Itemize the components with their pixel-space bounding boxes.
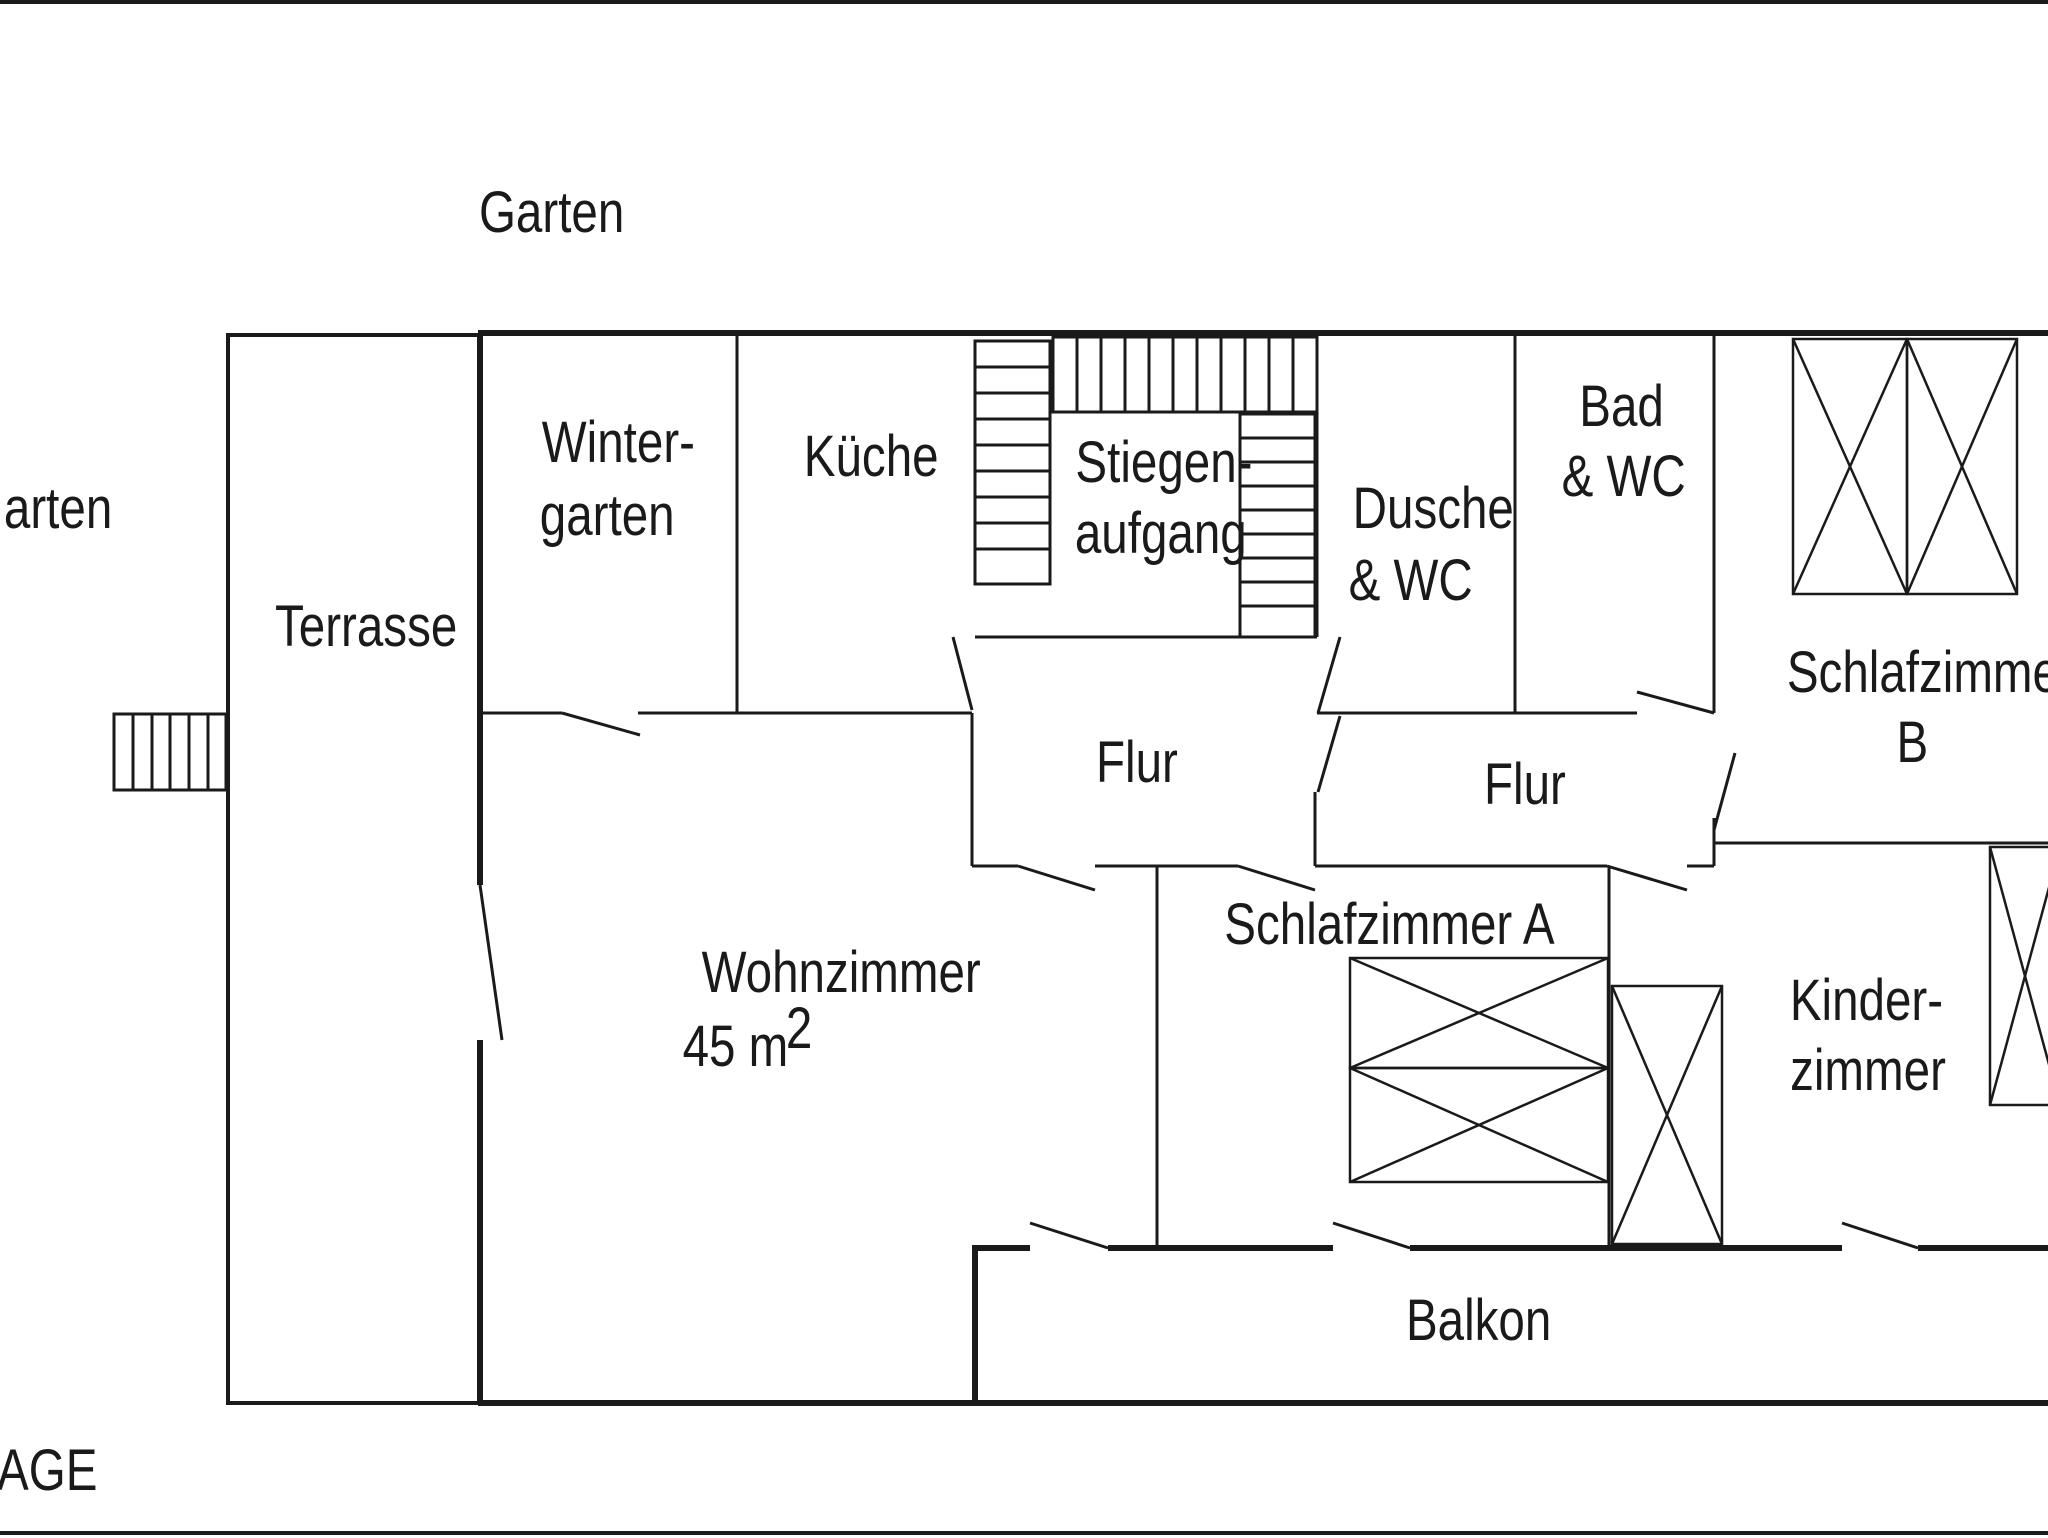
doors [478, 636, 1919, 1250]
label-wohnzimmer-area-sup: 2 [786, 997, 812, 1062]
label-kueche: Küche [804, 425, 939, 490]
label-kinderzimmer-1: Kinder- [1790, 969, 1943, 1034]
label-wintergarten-1: Winter- [542, 411, 695, 476]
interior-walls [480, 335, 2048, 1403]
label-bad-2: & WC [1562, 445, 1686, 510]
wardrobe-schlafzimmer-b [1791, 337, 2019, 596]
staircase [973, 335, 1319, 639]
label-flur-1: Flur [1096, 731, 1178, 796]
label-wohnzimmer-area: 45 m [683, 1015, 789, 1080]
wardrobe-kinderzimmer-left [1610, 984, 1724, 1246]
label-stiegen-2: aufgang [1075, 502, 1247, 567]
label-bad-1: Bad [1579, 375, 1664, 440]
label-kinderzimmer-2: zimmer [1790, 1039, 1946, 1104]
label-schlafzimmer-b-2: B [1896, 711, 1928, 776]
label-wintergarten-2: garten [540, 484, 675, 549]
label-stiegen-1: Stiegen- [1075, 431, 1252, 496]
label-schlafzimmer-b-1: Schlafzimme [1787, 641, 2048, 706]
label-schlafzimmer-a: Schlafzimmer A [1224, 893, 1555, 958]
label-garten-top: Garten [479, 181, 624, 246]
label-garten-left: arten [4, 477, 112, 542]
label-garage-partial: AGE [0, 1439, 97, 1504]
wardrobe-schlafzimmer-a [1348, 956, 1610, 1184]
label-terrasse: Terrasse [275, 595, 457, 660]
label-dusche-2: & WC [1349, 549, 1473, 614]
terrace-outline [226, 333, 478, 1405]
label-dusche-1: Dusche [1353, 477, 1514, 542]
wardrobe-kinderzimmer-right [1988, 845, 2048, 1107]
outer-walls [477, 330, 2048, 1406]
label-wohnzimmer: Wohnzimmer [702, 941, 981, 1006]
label-flur-2: Flur [1484, 753, 1566, 818]
label-balkon: Balkon [1406, 1289, 1551, 1354]
terrace-steps [112, 712, 228, 792]
